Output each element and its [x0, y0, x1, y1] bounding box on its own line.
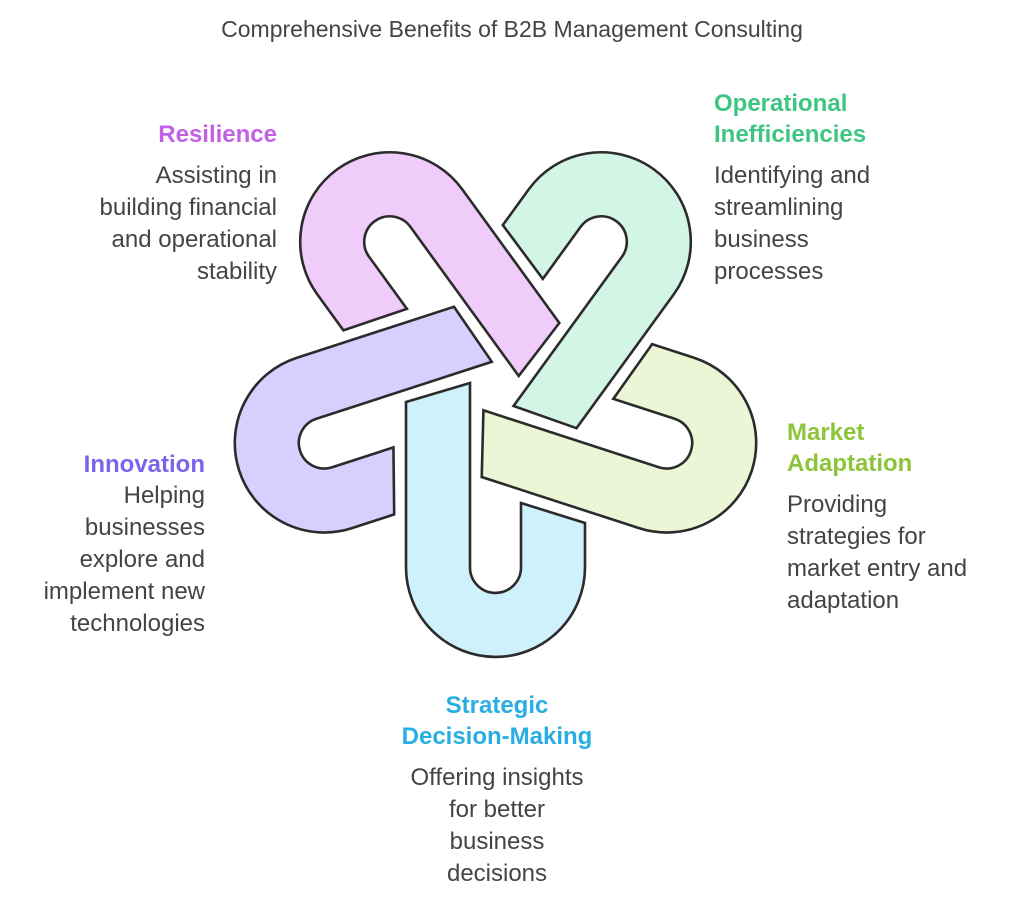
heading-line: Resilience — [158, 121, 277, 148]
description-line: decisions — [446, 860, 548, 887]
description-line: strategies for — [787, 523, 926, 550]
description-strategic: Offering insights for better business decis… — [372, 762, 622, 890]
description-line: explore and — [79, 546, 205, 573]
loop-strategic — [404, 381, 587, 659]
description-line: streamlining — [714, 194, 844, 221]
heading-line: Innovation — [83, 451, 205, 478]
description-line: adaptation — [787, 587, 900, 614]
description-operational: Identifying and streamlining business proce… — [714, 160, 974, 288]
description-line: stability — [196, 258, 277, 285]
diagram-title: Comprehensive Benefits of B2B Management… — [221, 16, 803, 42]
description-innovation: Helping businesses explore and implement ne… — [0, 480, 205, 640]
loop-resilience — [298, 150, 561, 379]
description-line: and operational — [111, 226, 277, 253]
heading-resilience: Resilience — [40, 119, 277, 150]
heading-line: Decision-Making — [401, 723, 593, 750]
heading-line: Adaptation — [787, 450, 913, 477]
loop-operational — [501, 150, 693, 430]
heading-line: Market — [787, 419, 865, 446]
heading-line: Operational — [714, 90, 848, 117]
heading-line: Strategic — [445, 692, 549, 719]
description-line: Providing — [787, 491, 888, 518]
loop-innovation — [233, 305, 494, 534]
heading-line: Inefficiencies — [714, 121, 867, 148]
description-line: Helping — [123, 482, 205, 509]
loop-market — [480, 342, 758, 534]
description-line: implement new — [43, 578, 205, 605]
description-line: processes — [714, 258, 824, 285]
description-line: for better — [448, 796, 546, 823]
description-line: technologies — [70, 610, 205, 637]
description-line: building financial — [99, 194, 277, 221]
description-line: business — [714, 226, 809, 253]
description-line: market entry and — [787, 555, 968, 582]
description-line: business — [449, 828, 545, 855]
description-resilience: Assisting in building financial and operat… — [40, 160, 277, 288]
description-market: Providing strategies for market entry and a… — [787, 489, 1017, 617]
description-line: Assisting in — [155, 162, 277, 189]
description-line: Offering insights — [410, 764, 584, 791]
label-innovation: Innovation Helping businesses explore and i… — [0, 449, 205, 640]
description-line: Identifying and — [714, 162, 871, 189]
description-line: businesses — [84, 514, 205, 541]
heading-innovation: Innovation — [0, 449, 205, 480]
label-resilience: Resilience Assisting in building financia… — [40, 119, 277, 288]
